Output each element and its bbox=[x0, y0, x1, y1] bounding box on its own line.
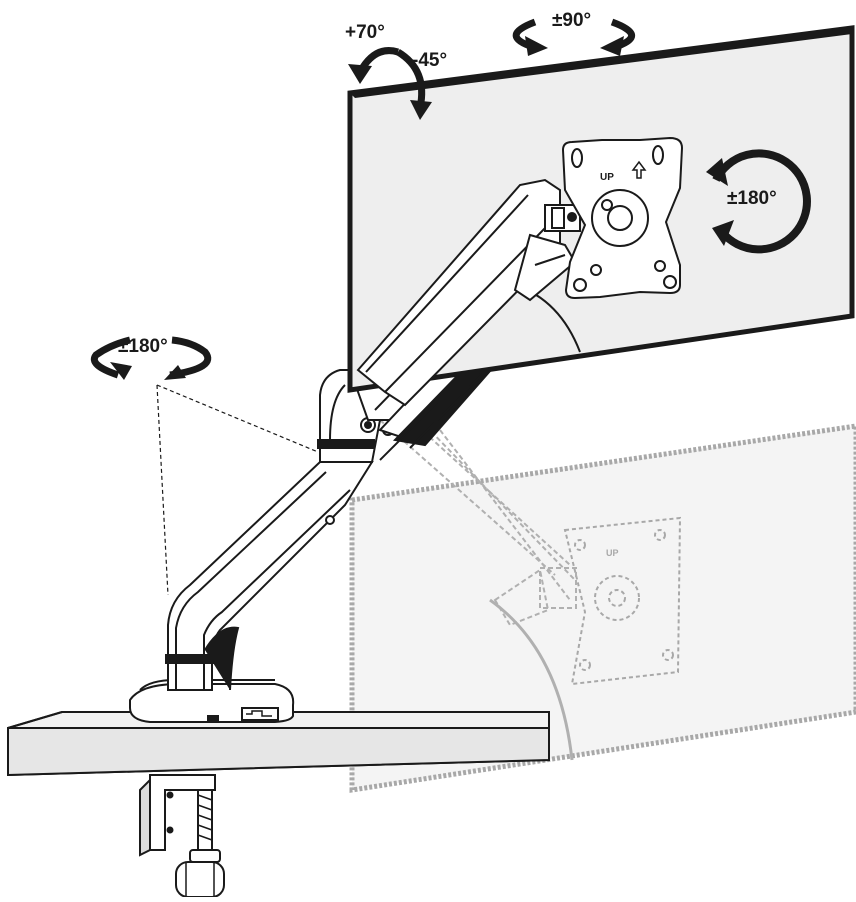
swivel-label: ±90° bbox=[552, 10, 591, 31]
tilt-indicator: +70° -45° bbox=[345, 22, 447, 120]
base-rotation-label: ±180° bbox=[118, 336, 168, 357]
arm-base bbox=[129, 679, 295, 723]
rotation-label: ±180° bbox=[727, 188, 777, 209]
desk bbox=[7, 711, 550, 777]
arm-head bbox=[356, 178, 581, 407]
desk-clamp bbox=[139, 774, 225, 898]
tilt-down-label: -45° bbox=[412, 50, 447, 71]
vesa-plate bbox=[561, 136, 684, 300]
swivel-indicator: ±90° bbox=[512, 10, 635, 56]
ghost-up-label: UP bbox=[606, 548, 619, 558]
tilt-up-label: +70° bbox=[345, 22, 385, 43]
ghost-monitor-screen bbox=[349, 423, 856, 793]
base-rotation-indicator: ±180° bbox=[90, 336, 319, 596]
ghost-monitor-position: UP bbox=[349, 409, 856, 793]
lower-arm bbox=[165, 461, 374, 691]
screen-rotation-indicator: ±180° bbox=[706, 149, 811, 254]
vesa-up-label: UP bbox=[600, 172, 614, 183]
ghost-arm bbox=[379, 409, 577, 627]
ghost-vesa-plate bbox=[563, 516, 682, 686]
